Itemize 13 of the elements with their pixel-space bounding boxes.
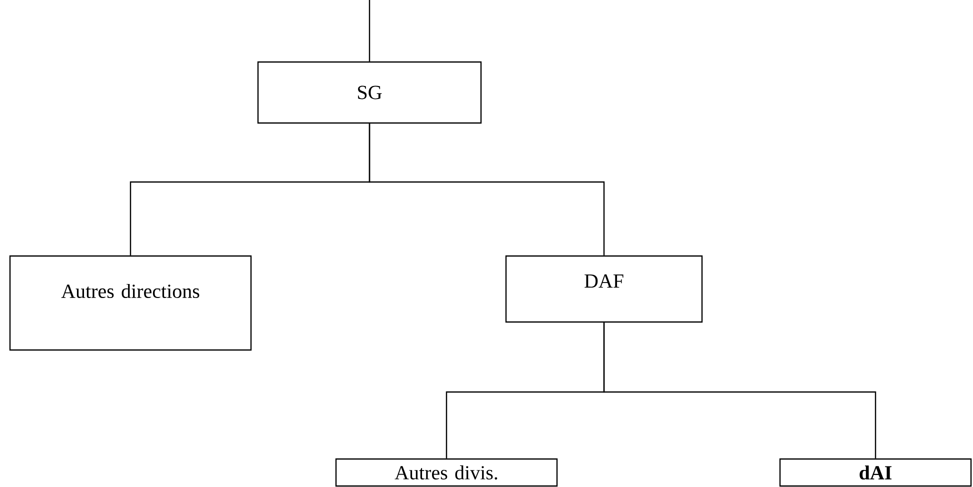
box-label: DAF	[584, 274, 624, 288]
org-box	[9, 255, 252, 351]
box-label: SG	[358, 86, 382, 100]
connector-line	[603, 322, 876, 458]
connector-line	[368, 124, 605, 256]
box-label: Autres directions	[61, 284, 200, 298]
box-label: dAI	[860, 465, 892, 480]
org-box	[335, 458, 558, 487]
box-label: Autres divis.	[394, 465, 498, 480]
org-box	[779, 458, 972, 487]
org-box	[505, 255, 703, 323]
org-box	[257, 61, 482, 124]
connector-line	[368, 0, 370, 62]
